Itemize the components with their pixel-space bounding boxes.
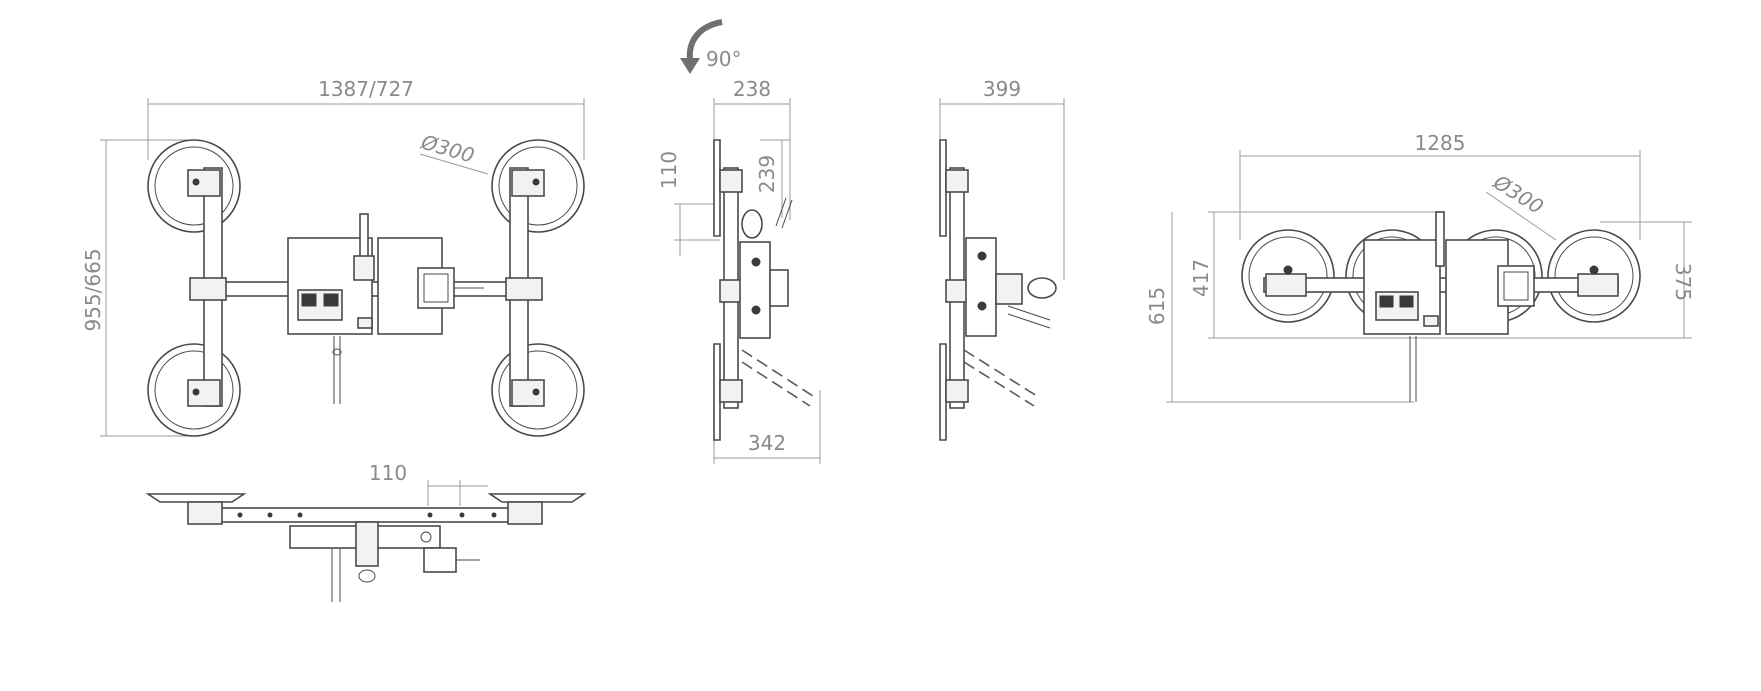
side-b-cup-bottom bbox=[939, 343, 947, 441]
front-cup-left bbox=[145, 493, 247, 503]
front-view-spacing-dim: 110 bbox=[369, 461, 407, 485]
top-view: 1387/727 955/665 Ø300 bbox=[81, 77, 585, 437]
rotation-arrow-icon bbox=[680, 19, 723, 74]
front-view: 110 bbox=[145, 461, 587, 602]
top-view-width-dim: 1387/727 bbox=[318, 77, 414, 101]
inline-cup-diameter: Ø300 bbox=[1489, 169, 1548, 218]
rotation-label: 90° bbox=[706, 47, 741, 71]
side-a-height-dim: 239 bbox=[755, 155, 779, 193]
inline-width-dim: 1285 bbox=[1415, 131, 1466, 155]
side-a-cup-bottom bbox=[713, 343, 721, 441]
side-a-control-box bbox=[739, 241, 771, 339]
side-view-b: 399 bbox=[939, 77, 1065, 441]
front-beam bbox=[191, 507, 539, 523]
side-a-lifting-eye bbox=[741, 209, 763, 239]
top-view-height-dim: 955/665 bbox=[81, 248, 105, 331]
inline-beam bbox=[1263, 277, 1619, 293]
side-a-bottom-dim: 342 bbox=[748, 431, 786, 455]
side-b-lifting-eye bbox=[1027, 277, 1057, 299]
front-cup-right bbox=[487, 493, 587, 503]
inline-view: 1285 Ø300 417 615 375 bbox=[1145, 131, 1695, 403]
side-view-a: 238 110 239 342 bbox=[657, 77, 821, 464]
inline-right-height-dim: 375 bbox=[1671, 263, 1695, 301]
side-a-width-dim: 238 bbox=[733, 77, 771, 101]
side-a-upper-dim: 110 bbox=[657, 151, 681, 189]
inline-inner-height-dim: 417 bbox=[1189, 259, 1213, 297]
inline-total-height-dim: 615 bbox=[1145, 287, 1169, 325]
side-b-cup-top bbox=[939, 139, 947, 237]
side-a-cup-top bbox=[713, 139, 721, 237]
side-b-width-dim: 399 bbox=[983, 77, 1021, 101]
